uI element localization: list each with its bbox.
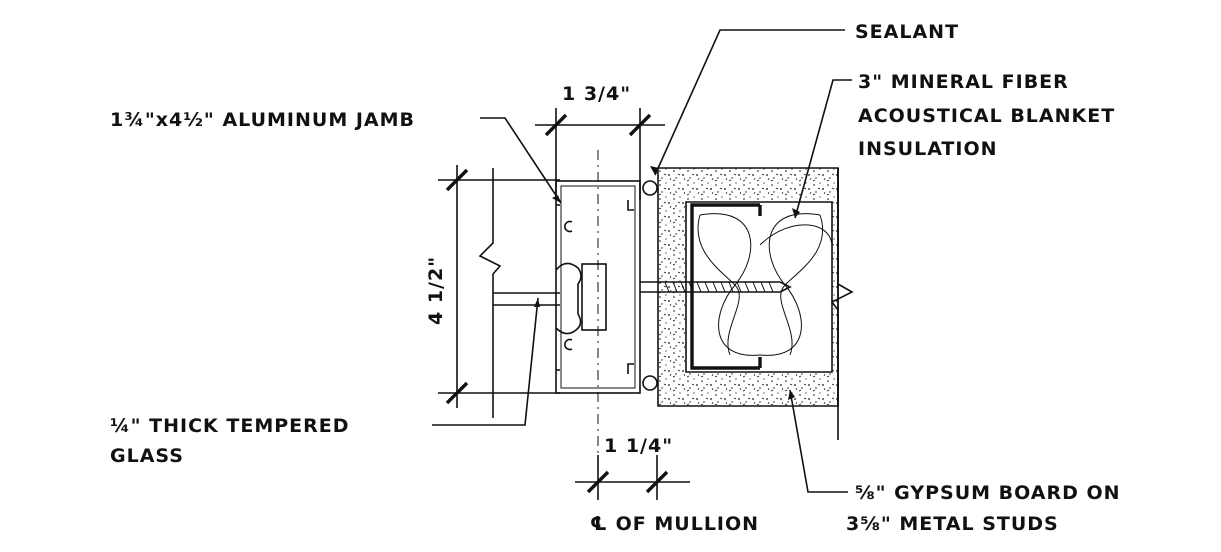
sealant-bead-top (642, 180, 658, 196)
label-mineral-fiber-line2: ACOUSTICAL BLANKET (858, 105, 1115, 127)
dimension-jamb-width: 4 1/2" (425, 165, 560, 408)
dimension-label-jamb-width: 4 1/2" (425, 256, 447, 325)
label-gypsum-board-line2: 3⅝" METAL STUDS (846, 513, 1059, 535)
anchor-screw (640, 281, 792, 293)
leader-lines (432, 29, 852, 493)
label-aluminum-jamb: 1¾"x4½" ALUMINUM JAMB (110, 109, 415, 131)
metal-stud (690, 203, 762, 370)
tempered-glass (478, 168, 560, 418)
insulation-blanket (697, 213, 833, 356)
aluminum-jamb (555, 180, 641, 394)
label-tempered-glass-line1: ¼" THICK TEMPERED (110, 415, 350, 437)
dimension-label-jamb-depth: 1 3/4" (562, 83, 631, 105)
label-mullion-centerline: ℄ OF MULLION (590, 513, 759, 535)
label-mineral-fiber-line3: INSULATION (858, 138, 998, 160)
dimension-label-mullion-offset: 1 1/4" (604, 435, 673, 457)
label-gypsum-board-line1: ⅝" GYPSUM BOARD ON (855, 482, 1121, 504)
label-tempered-glass-line2: GLASS (110, 445, 184, 467)
dimension-jamb-depth: 1 3/4" (535, 83, 665, 200)
wall-break-line (830, 168, 854, 440)
label-mineral-fiber-line1: 3" MINERAL FIBER (858, 71, 1069, 93)
dimension-mullion-offset: 1 1/4" (575, 435, 690, 500)
sealant-bead-bottom (642, 375, 658, 391)
label-sealant: SEALANT (855, 21, 959, 43)
